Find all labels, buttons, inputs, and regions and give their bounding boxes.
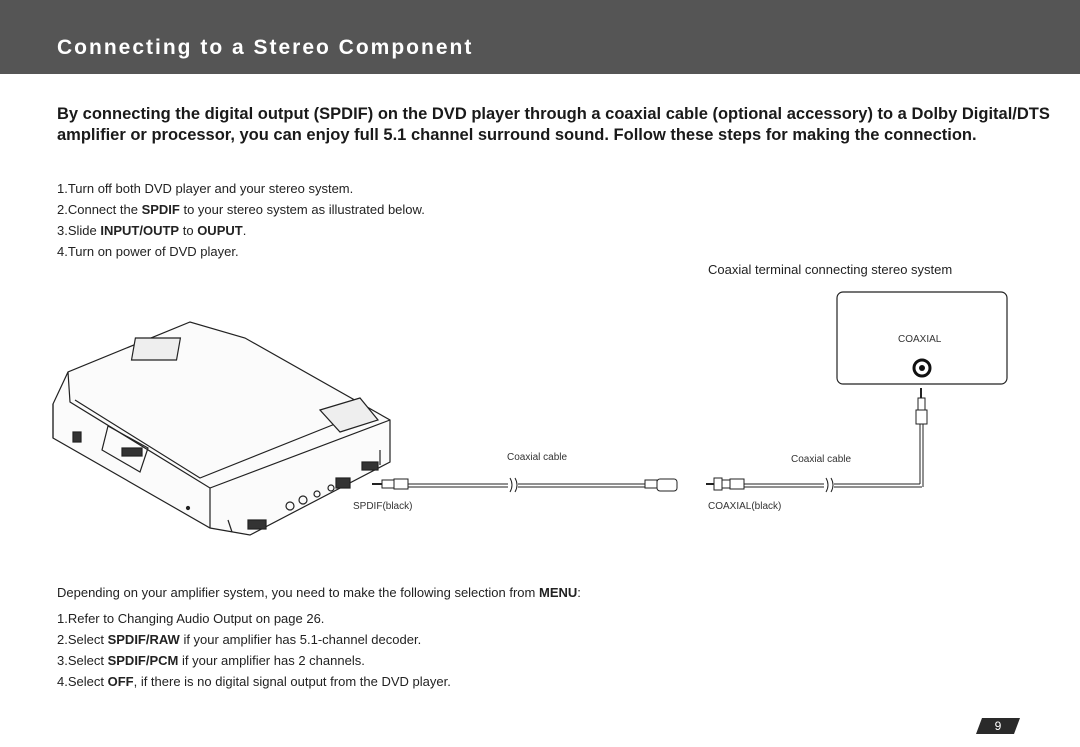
step-1: 1.Turn off both DVD player and your ster…: [57, 181, 354, 196]
selection-step-2: 2.Select SPDIF/RAW if your amplifier has…: [57, 632, 422, 647]
spdif-cable: [372, 477, 678, 493]
step-3: 3.Slide INPUT/OUTP to OUPUT.: [57, 223, 247, 238]
spdif-plug-label: SPDIF(black): [353, 501, 413, 512]
coaxial-cable: [706, 388, 928, 493]
intro-paragraph: By connecting the digital output (SPDIF)…: [57, 105, 1050, 144]
page-number: 9: [994, 719, 1002, 733]
page-number-badge: 9: [976, 718, 1020, 734]
cable-label-left: Coaxial cable: [507, 452, 568, 463]
menu-note: Depending on your amplifier system, you …: [57, 585, 581, 600]
selection-step-1: 1.Refer to Changing Audio Output on page…: [57, 611, 325, 626]
selection-step-4: 4.Select OFF, if there is no digital sig…: [57, 674, 451, 689]
connection-diagram: COAXIAL Coaxial cable Coaxial cable SPDI…: [0, 280, 1080, 570]
selection-steps: 1.Refer to Changing Audio Output on page…: [57, 608, 451, 692]
selection-step-3: 3.Select SPDIF/PCM if your amplifier has…: [57, 653, 365, 668]
dvd-player-illustration: [52, 321, 391, 536]
stereo-system-box: [836, 291, 1008, 385]
coaxial-plug-label: COAXIAL(black): [708, 501, 782, 512]
page-title: Connecting to a Stereo Component: [57, 36, 474, 59]
diagram-caption: Coaxial terminal connecting stereo syste…: [708, 262, 953, 277]
step-2: 2.Connect the SPDIF to your stereo syste…: [57, 202, 425, 217]
header-bar: Connecting to a Stereo Component: [0, 0, 1080, 74]
cable-label-right: Coaxial cable: [791, 454, 852, 465]
coaxial-jack-label: COAXIAL: [898, 334, 942, 345]
connection-steps: 1.Turn off both DVD player and your ster…: [57, 178, 425, 262]
step-4: 4.Turn on power of DVD player.: [57, 244, 239, 259]
connection-illustration: [52, 291, 1008, 536]
